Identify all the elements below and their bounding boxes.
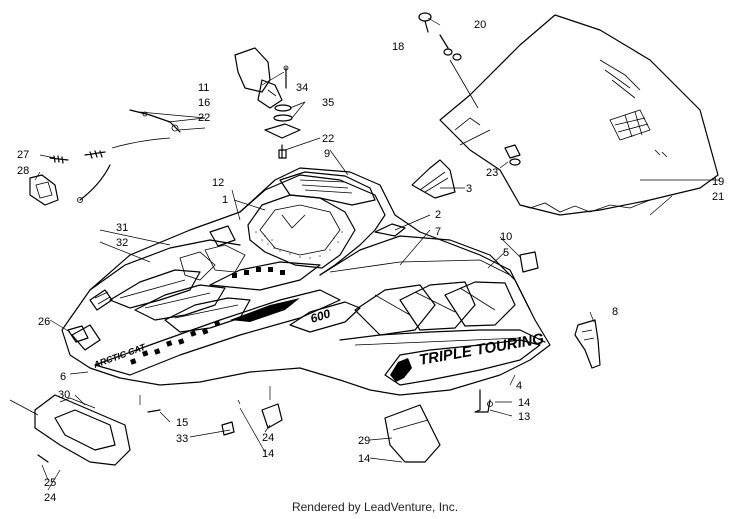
deflector <box>411 159 456 199</box>
callout-4: 4 <box>516 380 522 392</box>
bracket-23 <box>261 403 283 429</box>
callout-13: 13 <box>518 411 530 423</box>
fitting-25 <box>67 325 89 343</box>
checker-stripe-upper <box>209 261 321 291</box>
decal-10 <box>519 251 539 273</box>
windshield-clip <box>504 144 521 166</box>
callout-25: 26 <box>38 316 50 328</box>
callout-10: 10 <box>500 231 512 243</box>
callout-26: 25 <box>44 477 56 489</box>
callout-14-right: 14 <box>518 397 530 409</box>
badge-2 <box>374 223 406 237</box>
callout-20: 20 <box>474 19 486 31</box>
clip-12 <box>209 225 236 247</box>
callout-1: 1 <box>222 194 228 206</box>
callout-9: 9 <box>324 148 330 160</box>
callout-21: 22 <box>198 112 210 124</box>
callout-11: 11 <box>198 82 209 94</box>
bumper <box>9 394 131 466</box>
callout-24: 24 <box>44 492 56 504</box>
windshield <box>439 14 719 216</box>
hood-brand-decal: ARCTIC CAT <box>91 341 148 370</box>
hinge-13 <box>474 389 493 413</box>
callout-33: 33 <box>176 433 188 445</box>
render-credit: Rendered by LeadVenture, Inc. <box>291 500 459 514</box>
callout-23: 24 <box>262 432 274 444</box>
callout-34: 34 <box>296 82 308 94</box>
callout-17: 19 <box>712 176 724 188</box>
left-vents <box>109 244 251 333</box>
cover-29 <box>384 404 441 463</box>
callout-7: 7 <box>435 226 441 238</box>
engine-badge: 600 <box>309 306 333 326</box>
callout-22-left: 22 <box>322 133 334 145</box>
leader-lines <box>34 17 720 491</box>
mirror-assembly <box>234 47 301 159</box>
callout-14-mid: 14 <box>262 448 274 460</box>
callout-18: 21 <box>712 191 724 203</box>
callout-28: 28 <box>17 165 29 177</box>
clip-33 <box>221 421 235 436</box>
callout-8: 8 <box>612 306 618 318</box>
checker-stripe <box>94 289 341 376</box>
callout-14-bottom: 14 <box>358 453 370 465</box>
callout-5: 5 <box>503 247 509 259</box>
callout-27: 27 <box>17 149 29 161</box>
callout-32: 32 <box>116 237 128 249</box>
callout-29: 29 <box>358 435 370 447</box>
callout-2: 2 <box>435 209 441 221</box>
hood-side-decal: TRIPLE TOURING <box>418 330 546 369</box>
screw-15 <box>147 409 161 413</box>
windshield-fasteners <box>418 12 479 109</box>
callout-22-right: 23 <box>486 167 498 179</box>
hood: TRIPLE TOURING <box>61 167 551 396</box>
callout-35: 35 <box>322 97 334 109</box>
bracket-8 <box>574 319 601 369</box>
callout-3: 3 <box>466 183 472 195</box>
callout-31: 31 <box>116 222 128 234</box>
callout-12: 12 <box>212 177 224 189</box>
callout-16: 16 <box>198 97 210 109</box>
hood-strap-cable <box>29 109 181 206</box>
callout-labels: 11 16 22 34 35 22 9 12 1 31 32 27 28 18 … <box>17 19 724 504</box>
callout-30: 30 <box>58 389 70 401</box>
callout-15: 15 <box>176 417 188 429</box>
callout-19: 18 <box>392 41 404 53</box>
callout-6: 6 <box>60 371 66 383</box>
